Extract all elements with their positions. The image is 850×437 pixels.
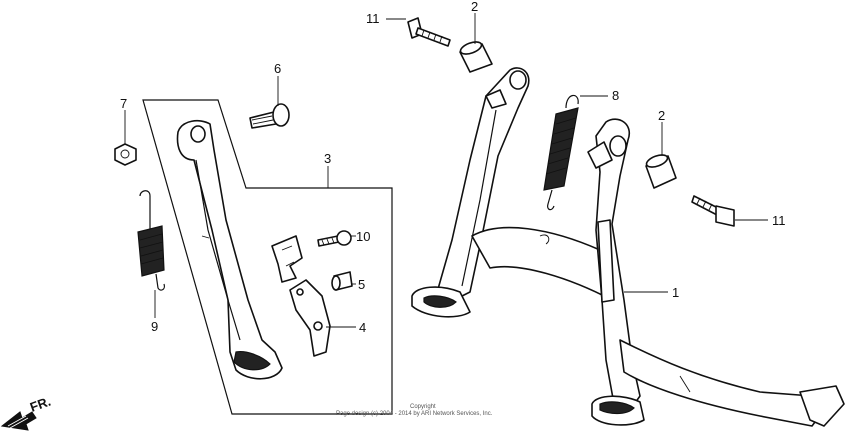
callout-2-right: 2 [658,108,665,123]
main-stand [411,67,845,427]
direction-label: FR. [28,394,53,415]
callout-9: 9 [151,319,158,334]
stand-plate [289,279,331,357]
side-stand-arm [176,119,283,380]
main-stand-bolt-top [407,17,451,47]
callout-11-top: 11 [366,11,380,26]
callout-3: 3 [324,151,331,166]
side-stand-spring [137,190,165,291]
callout-7: 7 [120,96,127,111]
switch-bracket [271,235,303,283]
leader-lines [124,13,768,328]
front-direction-arrow: FR. [0,394,53,431]
callout-11-right: 11 [772,213,786,228]
callout-8: 8 [612,88,619,103]
main-stand-bolt-right [691,195,735,227]
main-stand-spring [543,94,579,211]
callout-6: 6 [274,61,281,76]
switch-bolt [317,230,352,247]
collar-right [645,154,677,189]
copyright-line-2: Page design (c) 2004 - 2014 by ARI Netwo… [336,411,493,417]
pivot-bolt [249,103,290,129]
nut [114,143,137,166]
collar-top [459,41,493,73]
side-stand-assembly-outline [142,99,393,415]
callout-10: 10 [356,229,370,244]
callout-1: 1 [672,285,679,300]
callout-4: 4 [359,320,366,335]
callout-5: 5 [358,277,365,292]
callout-2-top: 2 [471,0,478,14]
rubber-cap [331,271,353,291]
copyright-line-1: Copyright [410,404,436,410]
